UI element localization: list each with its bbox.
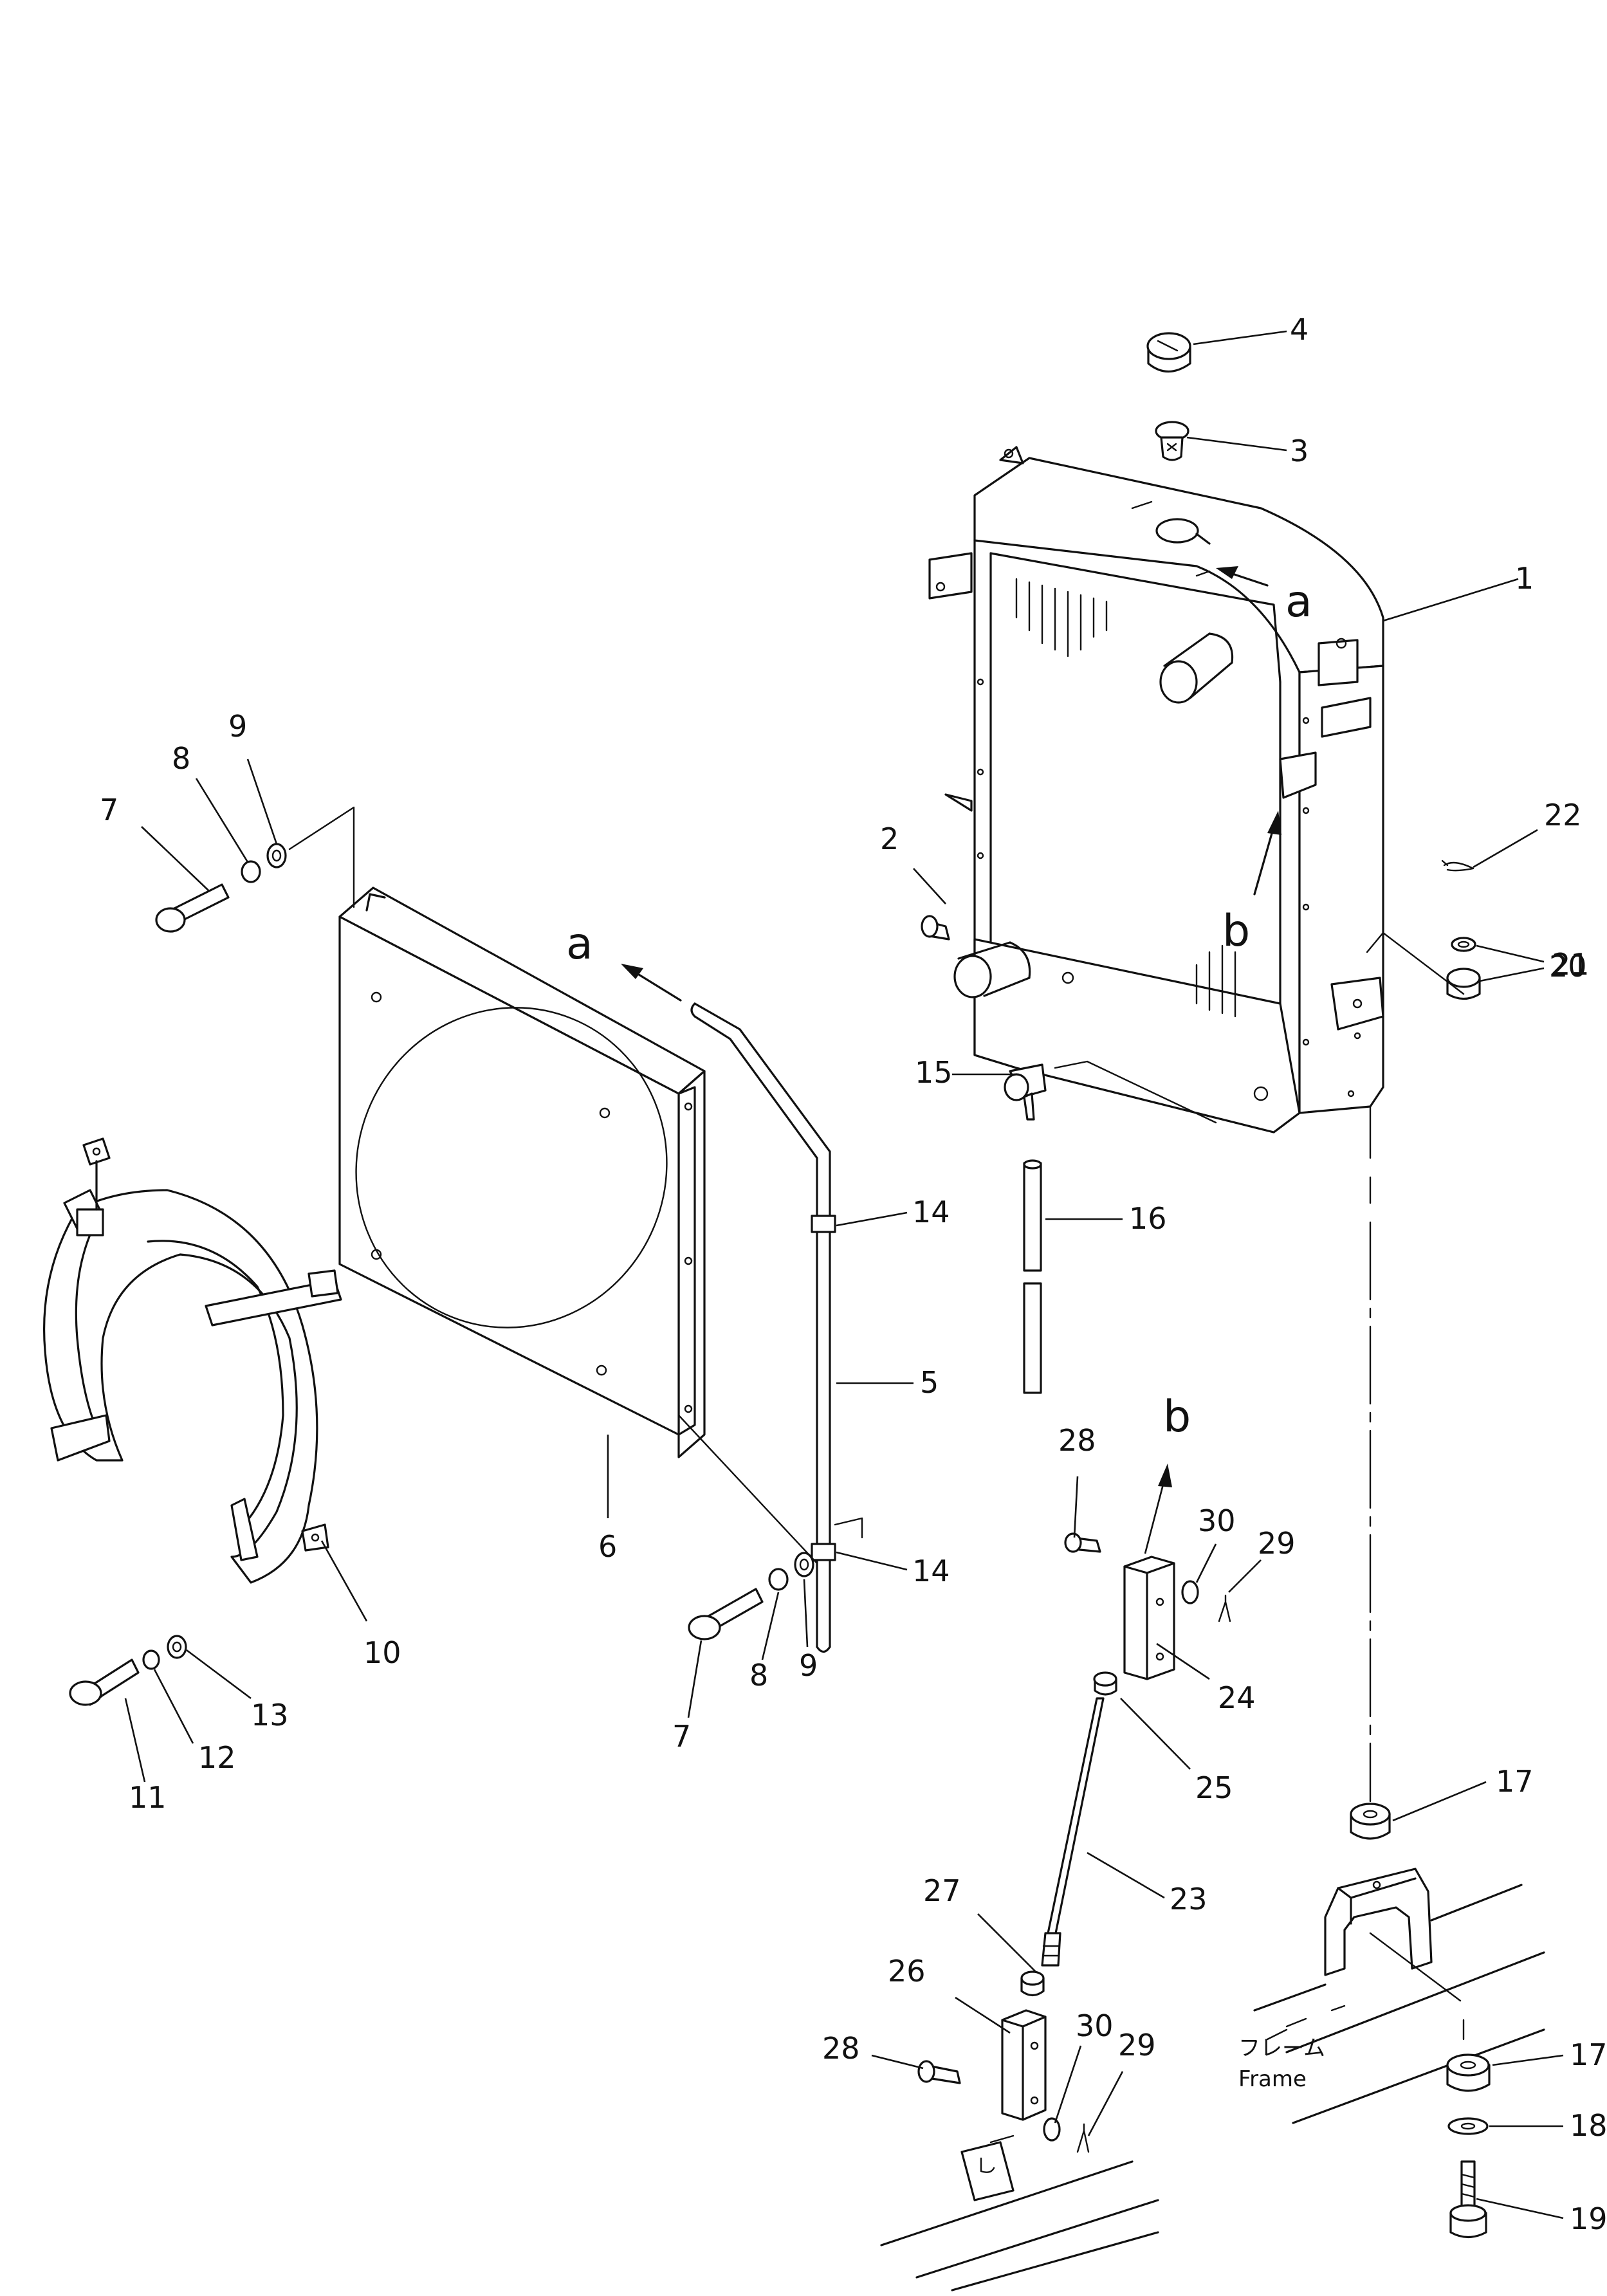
label-5: 5 xyxy=(920,1365,939,1400)
label-17-lower: 17 xyxy=(1570,2037,1607,2072)
arrow-b-head xyxy=(1158,1464,1172,1487)
label-28-upper: 28 xyxy=(1058,1423,1096,1458)
elbow-15 xyxy=(1004,1063,1047,1121)
fan-guard xyxy=(42,1137,342,1584)
washer-9-upper xyxy=(266,843,287,868)
label-3: 3 xyxy=(1290,434,1309,468)
label-17-upper: 17 xyxy=(1496,1764,1534,1799)
label-29-lower: 29 xyxy=(1118,2028,1156,2062)
bolt-11 xyxy=(69,1658,140,1706)
nut-27 xyxy=(1020,1970,1045,1997)
stay-rod-23 xyxy=(1041,1697,1105,1967)
overflow-pipe xyxy=(621,964,863,1653)
label-2: 2 xyxy=(880,822,899,856)
label-21-display: 21 xyxy=(1552,947,1590,982)
assembly-lines xyxy=(288,806,1465,2144)
leader-lines xyxy=(124,330,1564,2219)
arrow-b-label-radiator: b xyxy=(1222,906,1250,957)
pin-22 xyxy=(1441,859,1474,872)
label-23: 23 xyxy=(1170,1882,1208,1916)
label-18: 18 xyxy=(1570,2108,1607,2143)
washer-12 xyxy=(142,1649,160,1670)
label-14-lower: 14 xyxy=(912,1554,950,1588)
cotter-pin-29-lower xyxy=(1076,2123,1090,2153)
cushion-17-lower xyxy=(1446,2053,1491,2092)
label-13: 13 xyxy=(251,1698,289,1732)
frame-label-jp: フレーム xyxy=(1238,2035,1325,2061)
arrow-a-label-radiator: a xyxy=(1285,576,1312,627)
bolt-7-lower xyxy=(688,1588,764,1640)
cotter-pin-29-upper xyxy=(1218,1594,1231,1622)
label-10: 10 xyxy=(363,1635,401,1670)
washer-18 xyxy=(1447,2117,1489,2135)
label-30-upper: 30 xyxy=(1198,1503,1236,1538)
arrow-a-label-pipe: a xyxy=(566,919,593,969)
pin-28-lower xyxy=(917,2060,961,2084)
label-19: 19 xyxy=(1570,2201,1607,2236)
label-12: 12 xyxy=(198,1740,236,1775)
radiator xyxy=(928,446,1384,1134)
label-25: 25 xyxy=(1195,1770,1233,1805)
label-8: 8 xyxy=(172,741,190,776)
washer-13 xyxy=(167,1635,187,1659)
washer-9-lower xyxy=(794,1552,814,1577)
pin-28-upper xyxy=(1064,1532,1101,1553)
radiator-cap xyxy=(1146,332,1191,372)
frame-bracket-lower xyxy=(880,2141,1159,2291)
label-9-lower: 9 xyxy=(799,1648,818,1683)
label-1: 1 xyxy=(1515,561,1534,596)
label-28-lower: 28 xyxy=(822,2031,860,2066)
label-27: 27 xyxy=(923,1873,961,1908)
label-4: 4 xyxy=(1290,312,1309,347)
washer-30-upper xyxy=(1181,1580,1199,1604)
nut-20 xyxy=(1446,968,1481,1000)
label-15: 15 xyxy=(915,1055,953,1090)
label-11: 11 xyxy=(129,1780,167,1815)
bolt-19 xyxy=(1449,2160,1487,2239)
bolt-7-upper xyxy=(155,883,230,933)
valve-3 xyxy=(1155,421,1189,461)
label-29-upper: 29 xyxy=(1258,1526,1296,1561)
frame-bracket-right xyxy=(1253,1868,1545,2124)
label-22: 22 xyxy=(1544,798,1582,832)
bracket-24 xyxy=(1123,1556,1175,1680)
hose-16 xyxy=(1023,1159,1042,1394)
label-16: 16 xyxy=(1129,1201,1167,1236)
label-30-lower: 30 xyxy=(1076,2008,1114,2043)
part-labels: 1 2 3 4 5 6 7 8 9 10 11 12 13 14 14 15 1… xyxy=(100,312,1607,2236)
nut-25 xyxy=(1093,1671,1117,1696)
label-8-lower: 8 xyxy=(749,1658,768,1693)
label-9: 9 xyxy=(228,709,247,744)
washer-8-upper xyxy=(241,860,261,883)
washer-8-lower xyxy=(768,1568,789,1591)
arrow-b-label-bracket: b xyxy=(1163,1391,1191,1442)
label-14-upper: 14 xyxy=(912,1195,950,1229)
label-7: 7 xyxy=(100,793,118,827)
label-7-lower: 7 xyxy=(672,1719,691,1754)
label-26: 26 xyxy=(888,1954,926,1988)
label-24: 24 xyxy=(1218,1680,1256,1715)
cushion-17-upper xyxy=(1350,1803,1391,1840)
label-20: 20 xyxy=(1549,949,1587,984)
drain-plug-2 xyxy=(921,915,950,941)
label-6: 6 xyxy=(598,1529,617,1564)
frame-label-en: Frame xyxy=(1238,2066,1307,2092)
bracket-26 xyxy=(1001,2009,1047,2121)
fan-shroud xyxy=(338,886,706,1458)
washer-30-lower xyxy=(1043,2117,1061,2142)
